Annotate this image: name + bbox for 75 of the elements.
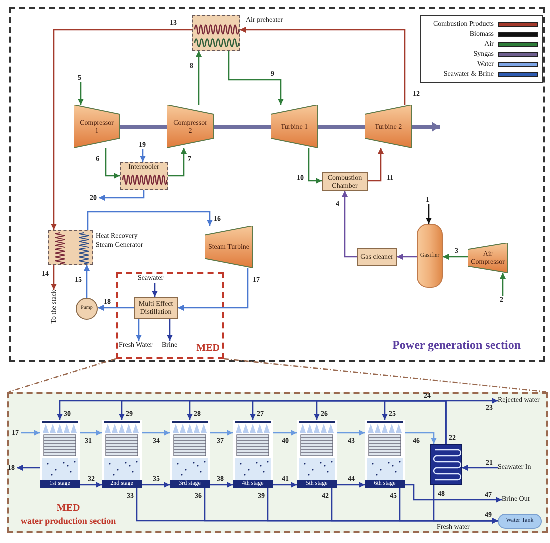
gas-cleaner [357,248,397,266]
distillation-stage [102,420,142,488]
flow-arrow [17,465,40,471]
section-title: MED [196,342,220,356]
flow-arrow [105,148,120,179]
section-frame [116,272,224,359]
steam-generator [48,230,93,265]
combustion-chamber [322,172,368,191]
turbine [365,105,412,148]
flow-arrow [405,432,437,444]
shaft-line [412,122,440,132]
flow-arrow [368,148,384,182]
flow-arrow [308,148,322,184]
zoom-line [224,358,546,393]
flow-arrow [87,211,213,230]
flow-arrow [80,482,102,488]
flow-arrow [167,319,173,341]
shaft-line [214,125,271,129]
zoom-line [8,358,116,393]
distillation-stage [297,420,337,488]
distillation-stage [170,420,210,488]
flow-arrow [178,268,249,311]
flow-arrow [273,482,297,488]
section-title: Power generation section [392,337,521,354]
condenser [430,444,462,485]
turbine [271,105,318,148]
flow-arrow [196,51,202,105]
flow-arrow [80,430,102,436]
section-title: MED [56,503,80,516]
flow-arrow [210,430,233,436]
flow-arrow [462,465,498,471]
flow-arrow [240,27,406,105]
section-title: water production section [21,516,116,527]
flow-arrow [98,305,134,311]
distillation-stage [233,420,273,488]
air-preheater [192,15,240,51]
water-tank [498,514,542,529]
flow-arrow [337,482,365,488]
gasifier-vessel [417,224,443,288]
steam-turbine [205,226,253,268]
flow-arrow [445,398,498,444]
flow-arrow [99,190,145,201]
flow-arrow [51,29,192,230]
flow-arrow [433,485,498,524]
shaft-line [120,125,167,129]
shaft-line [318,125,365,129]
flow-arrow [443,254,468,260]
compressor [167,105,214,148]
flow-arrow [142,482,170,488]
flow-arrow [405,484,502,503]
flow-arrow [84,265,90,298]
flow-arrow [273,430,297,436]
flow-arrow [426,204,432,224]
flow-arrow [168,148,187,177]
flow-arrow [210,482,233,488]
intercooler [120,162,168,190]
flow-arrow [51,265,57,290]
flow-arrow [342,191,357,258]
flow-arrow [142,430,170,436]
distillation-unit [134,297,178,319]
compressor [74,105,120,148]
pump [76,298,98,320]
flow-arrow [136,319,142,341]
flow-arrow [78,82,84,105]
section-panel [7,392,548,533]
air-compressor [468,243,508,273]
flow-arrow [21,430,40,436]
flow-arrow [152,283,158,297]
flow-arrow [228,51,284,105]
distillation-stage [365,420,405,488]
flow-arrow [337,430,365,436]
distillation-stage [40,420,80,488]
flow-arrow [140,149,146,162]
flow-arrow [500,273,506,296]
flow-arrow [397,254,417,260]
